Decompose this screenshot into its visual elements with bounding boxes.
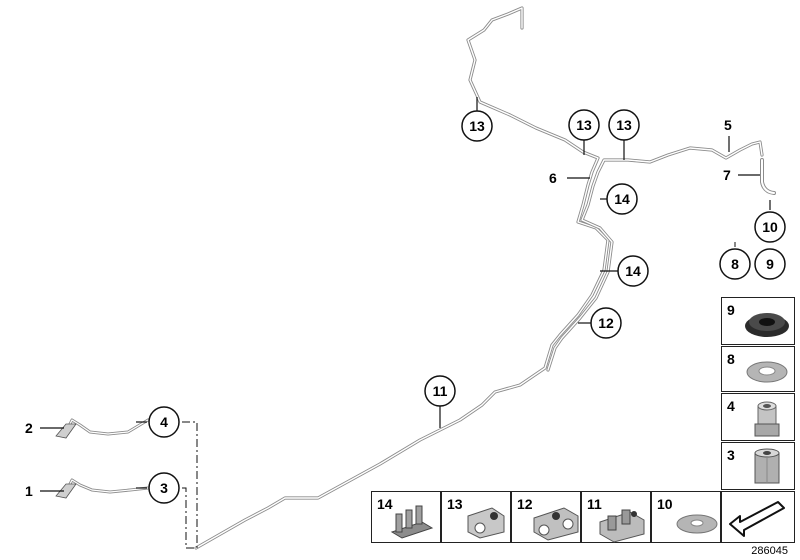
callout-3: 3 [148, 472, 180, 504]
svg-text:14: 14 [625, 263, 641, 279]
legend-cell-4: 4 [721, 393, 795, 441]
svg-text:11: 11 [433, 383, 448, 399]
callout-11: 11 [424, 375, 456, 407]
callout-14b: 14 [617, 255, 649, 287]
grommet-icon [745, 313, 789, 337]
callout-13b: 13 [568, 109, 600, 141]
legend-number: 11 [587, 496, 602, 512]
legend-cell-12: 12 [511, 491, 581, 543]
direction-arrow-icon [729, 501, 785, 537]
legend-number: 9 [727, 302, 735, 318]
label-7: 7 [723, 167, 731, 183]
reference-number: 286045 [751, 545, 788, 557]
callout-4: 4 [148, 406, 180, 438]
washer-icon [746, 361, 788, 383]
legend-cell-13: 13 [441, 491, 511, 543]
left-fittings [55, 423, 77, 499]
callout-8: 8 [719, 248, 751, 280]
legend-number: 3 [727, 447, 735, 463]
pipe-holder-icon [467, 507, 505, 539]
svg-text:8: 8 [731, 256, 739, 272]
hex-connector-icon [754, 448, 780, 484]
legend-cell-9: 9 [721, 297, 795, 345]
leader-lines [40, 97, 771, 492]
legend-number: 13 [447, 496, 463, 512]
svg-text:4: 4 [160, 414, 168, 430]
callout-10: 10 [754, 211, 786, 243]
callout-12: 12 [590, 307, 622, 339]
legend-cell-3: 3 [721, 442, 795, 490]
label-1: 1 [25, 483, 33, 499]
legend-cell-11: 11 [581, 491, 651, 543]
callout-13c: 13 [608, 109, 640, 141]
legend-number: 4 [727, 398, 735, 414]
legend-number: 14 [377, 496, 393, 512]
pipe-clip-icon [390, 505, 434, 539]
flat-washer-icon [676, 514, 718, 534]
svg-text:12: 12 [598, 315, 614, 331]
svg-text:9: 9 [766, 256, 774, 272]
svg-text:14: 14 [614, 191, 630, 207]
callout-13a: 13 [461, 110, 493, 142]
callout-14a: 14 [606, 183, 638, 215]
legend-cell-arrow [721, 491, 795, 543]
legend-cell-14: 14 [371, 491, 441, 543]
union-nut-icon [754, 401, 780, 437]
label-6: 6 [549, 170, 557, 186]
svg-text:10: 10 [762, 219, 778, 235]
svg-text:3: 3 [160, 480, 168, 496]
callout-9: 9 [754, 248, 786, 280]
legend-number: 12 [517, 496, 533, 512]
svg-text:13: 13 [616, 117, 632, 133]
legend-number: 8 [727, 351, 735, 367]
legend-cell-8: 8 [721, 346, 795, 392]
legend-cell-10: 10 [651, 491, 721, 543]
label-2: 2 [25, 420, 33, 436]
svg-text:13: 13 [469, 118, 485, 134]
double-pipe-holder-icon [533, 507, 579, 541]
label-5: 5 [724, 117, 732, 133]
pipe-clamp-icon [599, 509, 645, 543]
dashdot-leaders [182, 242, 736, 549]
legend-number: 10 [657, 496, 673, 512]
svg-text:13: 13 [576, 117, 592, 133]
brake-pipe-main [64, 6, 776, 550]
